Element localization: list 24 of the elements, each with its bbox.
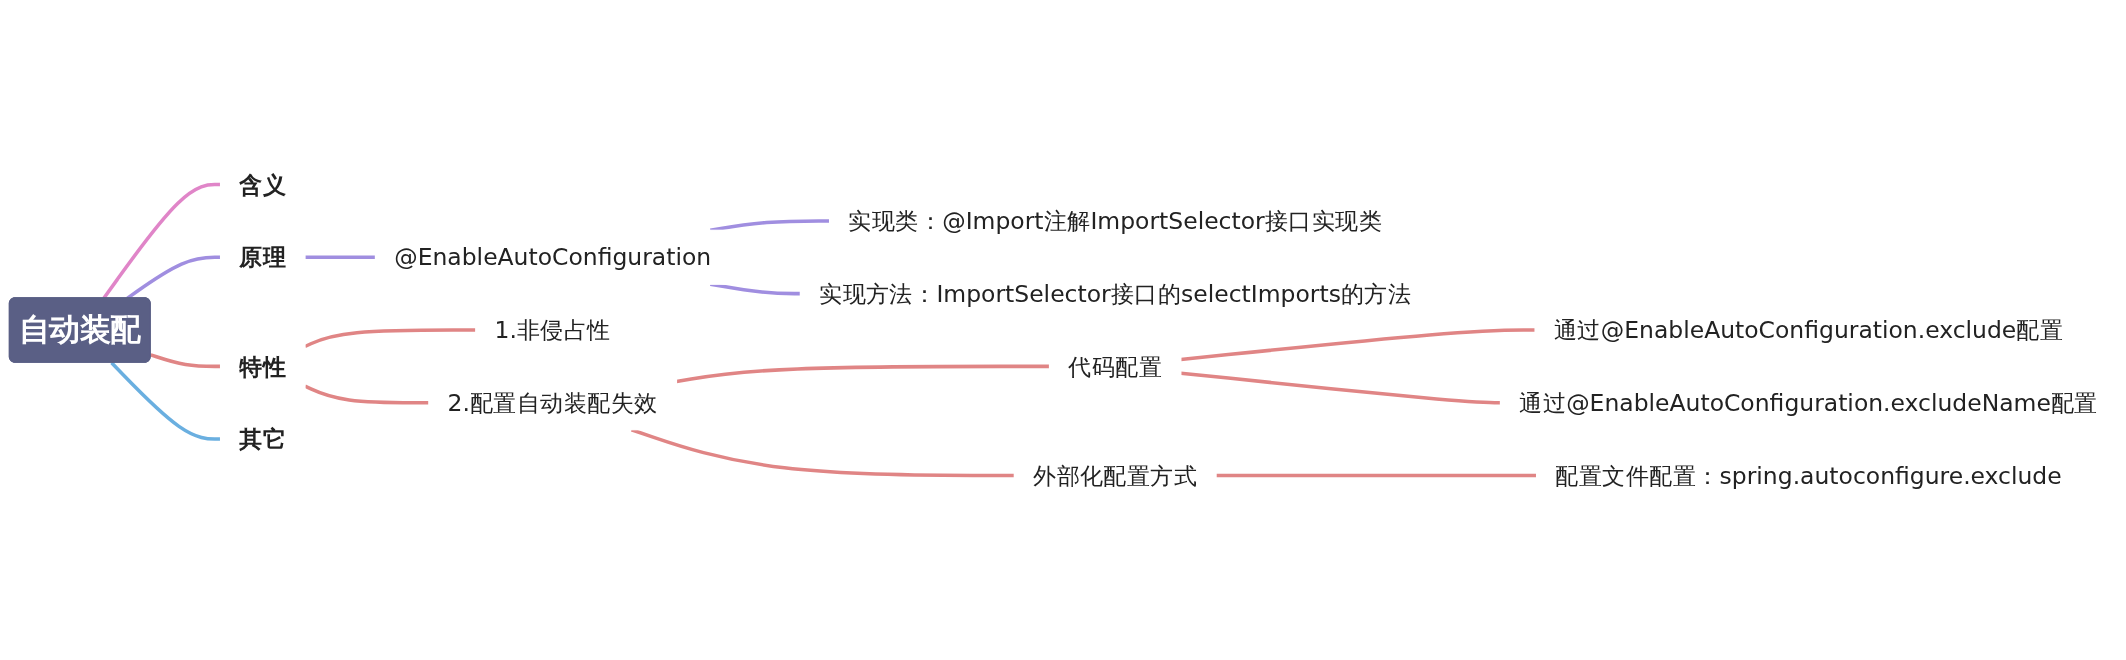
connector bbox=[150, 353, 221, 369]
node-text: 2.配置自动装配失效 bbox=[447, 388, 658, 417]
node-text: 通过@EnableAutoConfiguration.excludeName配置 bbox=[1519, 388, 2098, 417]
node-text: 通过@EnableAutoConfiguration.exclude配置 bbox=[1553, 315, 2064, 345]
connector bbox=[1180, 371, 1501, 405]
node-text: 外部化配置方式 bbox=[1033, 461, 1198, 490]
node-text: 1.非侵占性 bbox=[494, 315, 611, 345]
node-text: 含义 bbox=[239, 170, 287, 199]
connector bbox=[630, 428, 1015, 478]
connector bbox=[710, 282, 801, 296]
connector bbox=[305, 255, 376, 259]
connector bbox=[110, 361, 221, 441]
node-text: 特性 bbox=[239, 352, 287, 381]
node-text: @EnableAutoConfiguration bbox=[394, 243, 712, 272]
node-text: 实现类：@Import注解ImportSelector接口实现类 bbox=[848, 206, 1383, 235]
node-text: 原理 bbox=[239, 243, 287, 272]
connector bbox=[1180, 328, 1536, 362]
connector bbox=[676, 364, 1050, 384]
node-text: 代码配置 bbox=[1068, 352, 1163, 381]
node-text: 其它 bbox=[239, 425, 287, 454]
node-text: 实现方法：ImportSelector接口的selectImports的方法 bbox=[819, 279, 1412, 308]
connector bbox=[710, 219, 830, 232]
connector bbox=[1216, 473, 1537, 478]
node-text: 配置文件配置：spring.autoconfigure.exclude bbox=[1555, 461, 2062, 490]
